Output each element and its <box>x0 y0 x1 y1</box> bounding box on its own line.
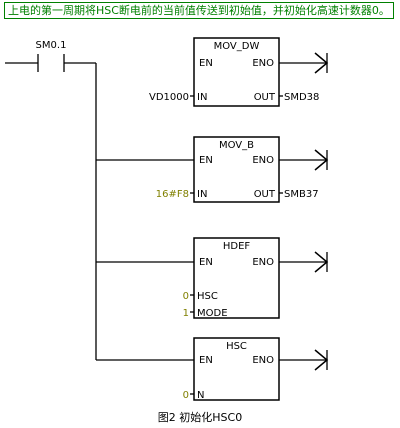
hdef-input-pin: MODE <box>197 308 228 319</box>
hdef-title: HDEF <box>223 241 251 252</box>
hdef-en-label: EN <box>199 257 213 268</box>
hsc-input-value: 0 <box>183 390 189 401</box>
mov-b-input-pin: IN <box>197 189 207 200</box>
mov-dw-title: MOV_DW <box>214 41 260 52</box>
mov-b-eno-label: ENO <box>252 155 274 166</box>
hdef-input-pin: HSC <box>197 291 218 302</box>
mov-b-box <box>193 136 280 203</box>
mov-dw-eno-label: ENO <box>252 58 274 69</box>
mov-dw-output-pin: OUT <box>254 92 276 103</box>
mov-dw-box <box>193 37 280 107</box>
hdef-input-value: 1 <box>183 308 189 319</box>
hsc-input-pin: N <box>197 390 204 401</box>
mov-b-input-value: 16#F8 <box>156 189 189 200</box>
hdef-box <box>193 237 280 319</box>
mov-b-title: MOV_B <box>219 140 254 151</box>
hsc-box <box>193 337 280 401</box>
mov-b-output-value: SMB37 <box>284 189 319 200</box>
mov-dw-input-value: VD1000 <box>149 92 189 103</box>
hdef-eno-label: ENO <box>252 257 274 268</box>
hsc-title: HSC <box>226 341 247 352</box>
hsc-en-label: EN <box>199 355 213 366</box>
network-comment: 上电的第一周期将HSC断电前的当前值传送到初始值，并初始化高速计数器0。 <box>8 4 390 17</box>
mov-dw-output-value: SMD38 <box>284 92 319 103</box>
hdef-input-value: 0 <box>183 291 189 302</box>
mov-dw-input-pin: IN <box>197 92 207 103</box>
mov-b-en-label: EN <box>199 155 213 166</box>
network-comment-box: 上电的第一周期将HSC断电前的当前值传送到初始值，并初始化高速计数器0。 <box>4 2 394 19</box>
figure-caption: 图2 初始化HSC0 <box>157 411 243 424</box>
hsc-eno-label: ENO <box>252 355 274 366</box>
mov-b-output-pin: OUT <box>254 189 276 200</box>
mov-dw-en-label: EN <box>199 58 213 69</box>
contact-label: SM0.1 <box>36 40 67 51</box>
